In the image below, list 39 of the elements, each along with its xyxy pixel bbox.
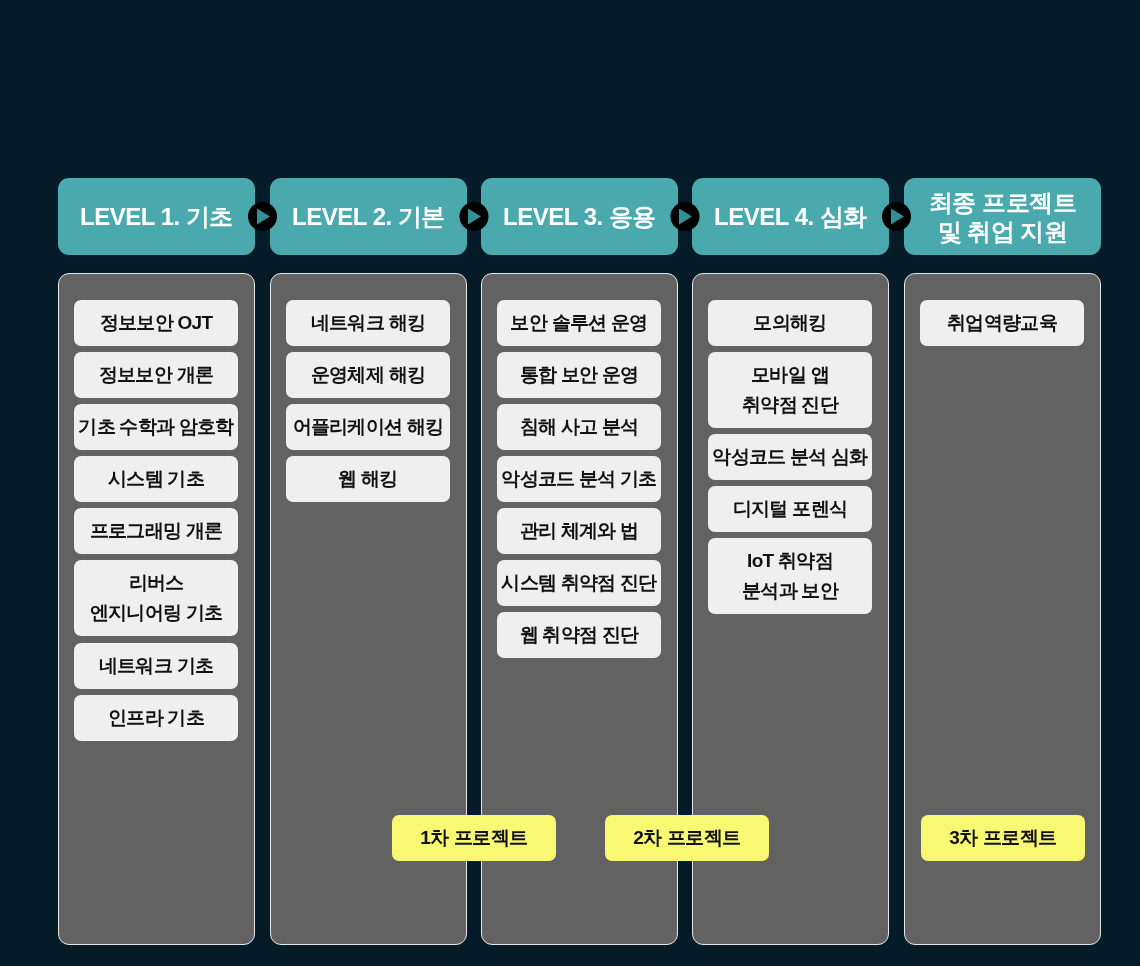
course-box: 시스템 취약점 진단 xyxy=(497,560,661,606)
course-box: 웹 해킹 xyxy=(286,456,450,502)
project-tag: 3차 프로젝트 xyxy=(921,815,1085,861)
course-box: IoT 취약점 분석과 보안 xyxy=(708,538,872,614)
stage-header: 최종 프로젝트 및 취업 지원 xyxy=(904,178,1101,255)
course-box: 기초 수학과 암호학 xyxy=(74,404,238,450)
course-box: 취업역량교육 xyxy=(920,300,1084,346)
course-box: 웹 취약점 진단 xyxy=(497,612,661,658)
stage-header: LEVEL 2. 기본 xyxy=(270,178,467,255)
course-box: 관리 체계와 법 xyxy=(497,508,661,554)
stage-header: LEVEL 1. 기초 xyxy=(58,178,255,255)
course-box: 모바일 앱 취약점 진단 xyxy=(708,352,872,428)
course-box: 모의해킹 xyxy=(708,300,872,346)
arrow xyxy=(248,202,277,231)
column-panel xyxy=(904,273,1101,945)
course-box: 네트워크 해킹 xyxy=(286,300,450,346)
course-box: 악성코드 분석 심화 xyxy=(708,434,872,480)
project-tag: 1차 프로젝트 xyxy=(392,815,556,861)
course-box: 악성코드 분석 기초 xyxy=(497,456,661,502)
course-box: 리버스 엔지니어링 기초 xyxy=(74,560,238,636)
course-box: 인프라 기초 xyxy=(74,695,238,741)
course-box: 어플리케이션 해킹 xyxy=(286,404,450,450)
stage-header: LEVEL 4. 심화 xyxy=(692,178,889,255)
column-panel xyxy=(58,273,255,945)
course-box: 통합 보안 운영 xyxy=(497,352,661,398)
arrow xyxy=(459,202,489,231)
course-box: 디지털 포렌식 xyxy=(708,486,872,532)
project-tag: 2차 프로젝트 xyxy=(605,815,769,861)
course-box: 프로그래밍 개론 xyxy=(74,508,238,554)
stage-header: LEVEL 3. 응용 xyxy=(481,178,678,255)
course-box: 보안 솔루션 운영 xyxy=(497,300,661,346)
course-box: 정보보안 개론 xyxy=(74,352,238,398)
course-box: 네트워크 기초 xyxy=(74,643,238,689)
course-box: 운영체제 해킹 xyxy=(286,352,450,398)
course-box: 정보보안 OJT xyxy=(74,300,238,346)
course-box: 시스템 기초 xyxy=(74,456,238,502)
course-box: 침해 사고 분석 xyxy=(497,404,661,450)
arrow xyxy=(882,202,911,231)
arrow xyxy=(670,202,700,231)
